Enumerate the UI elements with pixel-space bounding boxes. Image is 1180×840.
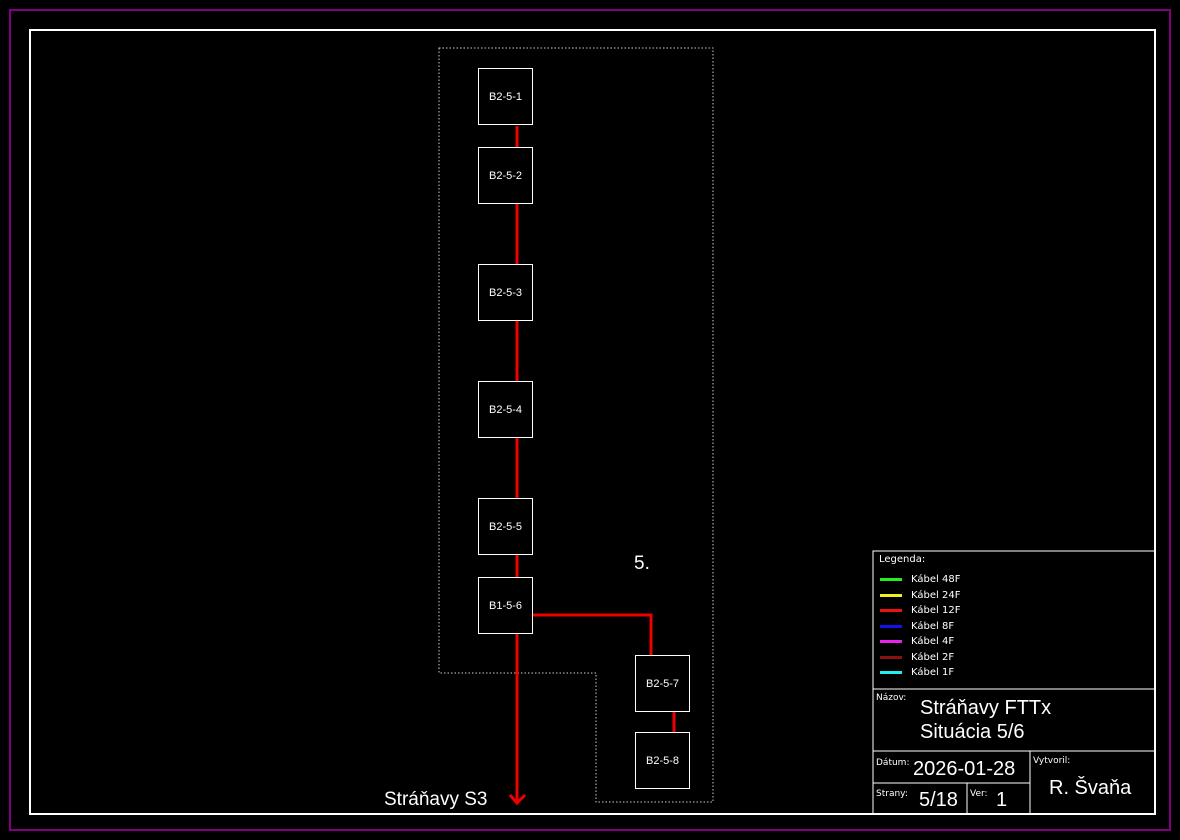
node-box[interactable]: B2-5-1 xyxy=(478,68,533,125)
legend-item: Kábel 2F xyxy=(880,652,954,663)
node-label: B2-5-7 xyxy=(645,677,680,690)
node-box[interactable]: B2-5-5 xyxy=(478,498,533,555)
area-boundary xyxy=(438,47,714,803)
node-label: B2-5-4 xyxy=(488,403,523,416)
legend-item: Kábel 4F xyxy=(880,636,954,647)
legend-title: Legenda: xyxy=(879,554,926,565)
destination-label: Stráňavy S3 xyxy=(384,789,488,810)
node-box[interactable]: B2-5-8 xyxy=(635,732,690,789)
node-label: B2-5-1 xyxy=(488,90,523,103)
legend-item: Kábel 24F xyxy=(880,590,960,601)
node-box[interactable]: B2-5-2 xyxy=(478,147,533,204)
author-label: Vytvoril: xyxy=(1033,756,1071,766)
pages-value: 5/18 xyxy=(919,789,958,811)
node-box[interactable]: B2-5-4 xyxy=(478,381,533,438)
author-value: R. Švaňa xyxy=(1049,777,1132,799)
legend-item: Kábel 12F xyxy=(880,605,960,616)
node-box[interactable]: B1-5-6 xyxy=(478,577,533,634)
arrow-down-icon xyxy=(508,793,527,806)
node-label: B1-5-6 xyxy=(488,599,523,612)
area-label: 5. xyxy=(634,553,650,574)
node-box[interactable]: B2-5-3 xyxy=(478,264,533,321)
drawing-subtitle: Situácia 5/6 xyxy=(920,721,1025,743)
node-label: B2-5-5 xyxy=(488,520,523,533)
version-label: Ver: xyxy=(970,789,988,799)
legend-item: Kábel 8F xyxy=(880,621,954,632)
node-box[interactable]: B2-5-7 xyxy=(635,655,690,712)
node-label: B2-5-8 xyxy=(645,754,680,767)
legend-item: Kábel 1F xyxy=(880,667,954,678)
node-label: B2-5-3 xyxy=(488,286,523,299)
legend-item: Kábel 48F xyxy=(880,574,960,585)
node-label: B2-5-2 xyxy=(488,169,523,182)
version-value: 1 xyxy=(996,789,1008,811)
drawing-title: Stráňavy FTTx xyxy=(920,697,1052,719)
cable-12f xyxy=(508,126,676,806)
title-block-frame xyxy=(872,550,1156,815)
date-value: 2026-01-28 xyxy=(913,758,1016,780)
drawing-frame xyxy=(29,29,1156,815)
name-label: Názov: xyxy=(876,693,907,703)
date-label: Dátum: xyxy=(876,758,910,768)
pages-label: Strany: xyxy=(876,789,908,799)
sheet-border xyxy=(9,9,1171,831)
